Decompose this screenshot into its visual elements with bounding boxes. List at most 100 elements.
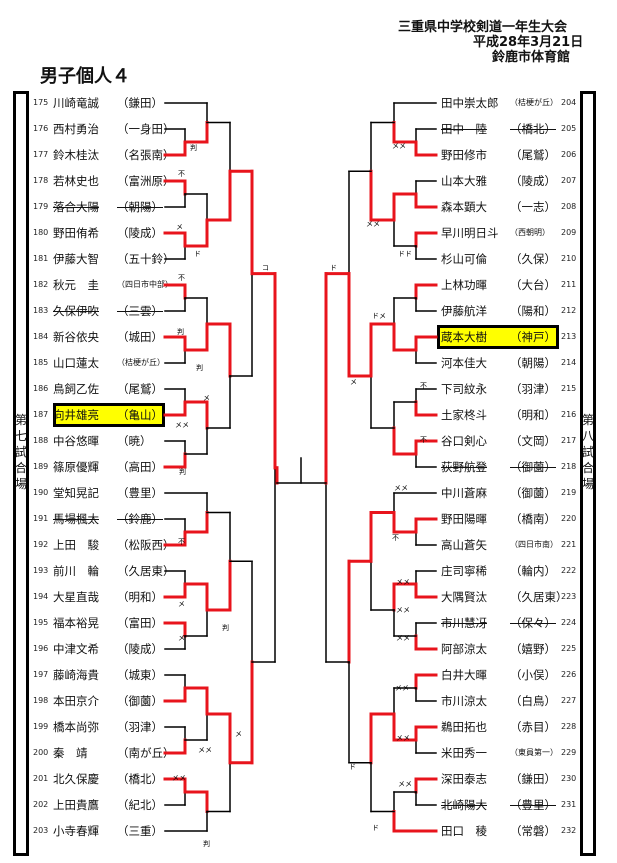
player-number: 181 (33, 254, 49, 263)
match-mark: メメ (175, 421, 189, 429)
player-school: （南が丘） (117, 746, 175, 760)
player-name: 川崎竜誠 (53, 96, 99, 110)
player-school: （明和） (117, 590, 163, 604)
player-school: （嬉野） (510, 642, 556, 656)
player-name: 阿部涼太 (441, 642, 487, 656)
player-name: 土家柊斗 (441, 408, 487, 422)
player-number: 195 (33, 618, 49, 627)
player-school: （羽津） (117, 720, 163, 734)
player-school: （久居東） (510, 590, 568, 604)
player-name: 田中 陸 (441, 122, 487, 136)
player-number: 221 (561, 540, 577, 549)
player-school: （橋北） (117, 772, 163, 786)
player-name: 河本佳大 (441, 356, 487, 370)
player-number: 207 (561, 176, 577, 185)
match-mark: 不 (420, 382, 427, 390)
match-mark: メ (235, 730, 242, 738)
player-number: 194 (33, 592, 49, 601)
player-name: 本田京介 (53, 694, 99, 708)
event-date: 平成28年3月21日 (473, 35, 584, 50)
match-mark: メメ (396, 634, 410, 642)
match-mark: メ (178, 634, 185, 642)
match-mark: メメ (395, 684, 409, 692)
match-mark: 判 (203, 839, 210, 848)
player-name: 市川慧冴 (441, 616, 487, 630)
player-name: 鈴木桂汰 (53, 148, 99, 162)
player-name: 向井雄亮 (53, 408, 99, 422)
left-court-box (13, 91, 29, 856)
player-school: （城東） (117, 668, 163, 682)
player-number: 215 (561, 384, 577, 393)
player-number: 228 (561, 722, 577, 731)
player-name: 蔵本大樹 (441, 330, 487, 344)
match-mark: ドド (398, 250, 412, 258)
player-school: （常磐） (510, 824, 556, 838)
player-number: 179 (33, 202, 49, 211)
player-school: （陵成） (510, 174, 556, 188)
player-school: （白鳥） (510, 694, 556, 708)
player-name: 若林史也 (53, 174, 99, 188)
match-mark: ド (194, 250, 201, 258)
player-number: 183 (33, 306, 49, 315)
player-number: 224 (561, 618, 577, 627)
player-number: 197 (33, 670, 49, 679)
match-mark: メメ (396, 606, 410, 614)
player-number: 182 (33, 280, 49, 289)
player-name: 福本裕晃 (53, 616, 99, 630)
player-school: （橋北） (510, 122, 556, 136)
player-school: （富洲原） (117, 174, 175, 188)
player-number: 231 (561, 800, 577, 809)
player-school: （陵成） (117, 642, 163, 656)
match-mark: メメ (398, 780, 412, 788)
match-mark: ド (372, 824, 379, 832)
player-school: （大台） (510, 278, 556, 292)
player-number: 203 (33, 826, 49, 835)
player-school: （陽和） (510, 304, 556, 318)
player-school: （御薗） (117, 694, 163, 708)
player-school: （鈴鹿） (117, 512, 163, 526)
player-school: （鎌田） (510, 772, 556, 786)
player-school: （鎌田） (117, 96, 163, 110)
match-mark: 判 (179, 467, 186, 476)
player-name: 久保伊吹 (53, 304, 99, 318)
player-name: 秦 靖 (53, 746, 88, 760)
player-number: 204 (561, 98, 577, 107)
player-school: （御薗） (510, 460, 556, 474)
player-school: （三重） (117, 824, 163, 838)
player-number: 223 (561, 592, 577, 601)
player-name: 田口 稜 (441, 824, 487, 838)
player-name: 杉山可倫 (441, 252, 487, 266)
match-mark: 不 (178, 170, 185, 178)
player-name: 小寺春輝 (53, 824, 99, 838)
player-school: （赤目） (510, 720, 556, 734)
player-number: 205 (561, 124, 577, 133)
player-name: 上田貴鷹 (53, 798, 99, 812)
player-number: 193 (33, 566, 49, 575)
highlight-box (437, 325, 559, 349)
player-school: （尾鷲） (117, 382, 163, 396)
player-number: 184 (33, 332, 49, 341)
player-name: 新谷依央 (53, 330, 99, 344)
player-school: （朝陽） (510, 356, 556, 370)
player-school: （尾鷲） (510, 148, 556, 162)
player-school: （松阪西） (117, 538, 175, 552)
player-name: 馬場楓太 (53, 512, 99, 526)
player-name: 森本顕大 (441, 200, 487, 214)
match-mark: メメ (172, 774, 186, 782)
player-number: 180 (33, 228, 49, 237)
player-school: （朝陽） (117, 200, 163, 214)
match-mark: 判 (190, 143, 197, 152)
player-number: 177 (33, 150, 49, 159)
player-name: 北久保慶 (53, 772, 99, 786)
player-number: 217 (561, 436, 577, 445)
player-name: 北崎陽大 (441, 798, 487, 812)
player-name: 篠原優輝 (53, 460, 99, 474)
player-school: （御薗） (510, 486, 556, 500)
match-mark: ド (349, 763, 356, 771)
player-school: （東員第一） (510, 748, 558, 757)
player-name: 野田修市 (441, 148, 487, 162)
player-name: 中津文希 (53, 642, 99, 656)
player-name: 田中崇太郎 (441, 96, 499, 110)
player-name: 大隅賢汰 (441, 590, 487, 604)
